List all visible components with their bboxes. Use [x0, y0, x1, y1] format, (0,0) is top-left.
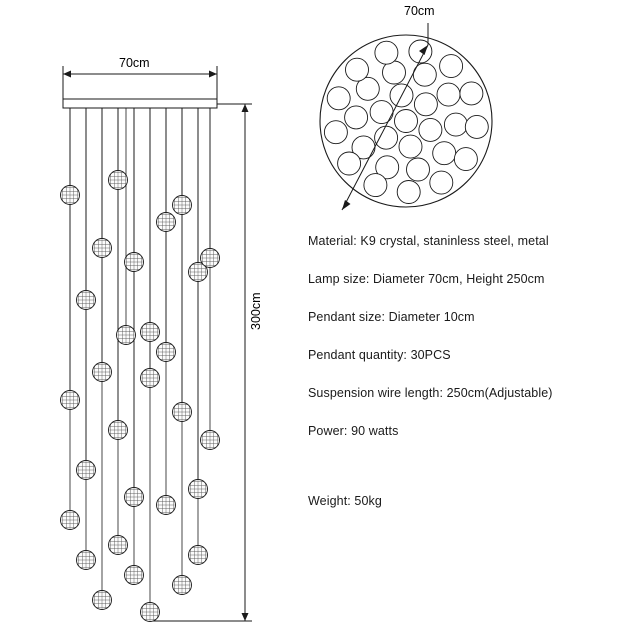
- plan-crystal-ball: [374, 125, 399, 150]
- crystal-ball: [92, 362, 112, 382]
- crystal-ball: [108, 420, 128, 440]
- crystal-ball: [124, 252, 144, 272]
- plan-crystal-ball: [432, 141, 457, 166]
- plan-crystal-ball: [413, 92, 438, 117]
- crystal-ball: [188, 479, 208, 499]
- specification-list: Material: K9 crystal, staninless steel, …: [308, 234, 628, 532]
- crystal-ball: [156, 212, 176, 232]
- arrow-right: [209, 70, 217, 78]
- spec-material: Material: K9 crystal, staninless steel, …: [308, 234, 549, 248]
- spec-pendant-quantity: Pendant quantity: 30PCS: [308, 348, 451, 362]
- plan-crystal-ball: [326, 86, 351, 111]
- plan-crystal-ball: [464, 114, 489, 139]
- plan-crystal-ball: [418, 117, 443, 142]
- crystal-ball: [200, 430, 220, 450]
- plan-arrow-upper: [419, 45, 428, 55]
- crystal-ball: [188, 545, 208, 565]
- arrow-up: [241, 104, 249, 112]
- label-total-height: 300cm: [249, 292, 263, 330]
- plan-crystal-ball: [406, 157, 430, 182]
- crystal-ball: [60, 390, 80, 410]
- plan-crystal-ball: [355, 76, 380, 101]
- crystal-ball: [172, 195, 192, 215]
- chandelier-elevation-drawing: [60, 66, 252, 622]
- plan-crystal-ball: [396, 180, 421, 204]
- spec-weight: Weight: 50kg: [308, 494, 382, 508]
- crystal-ball: [108, 170, 128, 190]
- crystal-ball: [76, 460, 96, 480]
- plan-crystal-ball: [337, 151, 362, 176]
- crystal-ball: [76, 290, 96, 310]
- plan-crystal-ball: [323, 120, 348, 145]
- plan-crystal-ball: [453, 147, 478, 172]
- crystal-ball: [108, 535, 128, 555]
- crystal-ball: [124, 565, 144, 585]
- label-top-width: 70cm: [119, 56, 150, 70]
- plan-crystal-ball: [375, 155, 400, 180]
- crystal-ball: [140, 368, 160, 388]
- spec-pendant-size: Pendant size: Diameter 10cm: [308, 310, 475, 324]
- crystal-ball: [188, 262, 208, 282]
- plan-crystal-ball: [436, 82, 461, 107]
- crystal-ball: [156, 342, 176, 362]
- crystal-ball: [60, 185, 80, 205]
- crystal-ball: [140, 322, 160, 342]
- spec-power: Power: 90 watts: [308, 424, 399, 438]
- crystal-ball: [60, 510, 80, 530]
- crystal-ball: [172, 402, 192, 422]
- crystal-ball: [92, 238, 112, 258]
- crystal-ball: [140, 602, 160, 622]
- crystal-ball: [172, 575, 192, 595]
- plan-crystal-ball: [459, 81, 484, 106]
- chandelier-plan-drawing: [319, 23, 493, 211]
- crystal-ball: [76, 550, 96, 570]
- spec-wire-length: Suspension wire length: 250cm(Adjustable…: [308, 386, 553, 400]
- crystal-ball: [116, 325, 136, 345]
- crystal-ball: [200, 248, 220, 268]
- plan-crystal-ball: [429, 170, 454, 195]
- spec-lamp-size: Lamp size: Diameter 70cm, Height 250cm: [308, 272, 545, 286]
- ceiling-canopy: [62, 98, 218, 109]
- arrow-left: [63, 70, 71, 78]
- crystal-ball: [92, 590, 112, 610]
- plan-crystal-ball: [443, 112, 468, 137]
- plan-crystal-ball: [345, 57, 369, 82]
- plan-crystal-ball: [394, 109, 418, 133]
- plan-diameter-line: [341, 44, 429, 211]
- plan-crystal-ball: [374, 40, 399, 65]
- plan-crystal-ball: [344, 105, 369, 130]
- plan-arrow-lower: [342, 200, 351, 210]
- arrow-down: [241, 613, 249, 621]
- plan-crystal-ball: [363, 173, 388, 198]
- plan-crystal-ball: [439, 54, 464, 79]
- crystal-ball: [124, 487, 144, 507]
- plan-crystal-ball: [412, 62, 437, 87]
- crystal-ball: [156, 495, 176, 515]
- plan-crystal-ball: [398, 134, 423, 159]
- plan-crystal-ball: [369, 100, 394, 125]
- label-plan-diameter: 70cm: [404, 4, 435, 18]
